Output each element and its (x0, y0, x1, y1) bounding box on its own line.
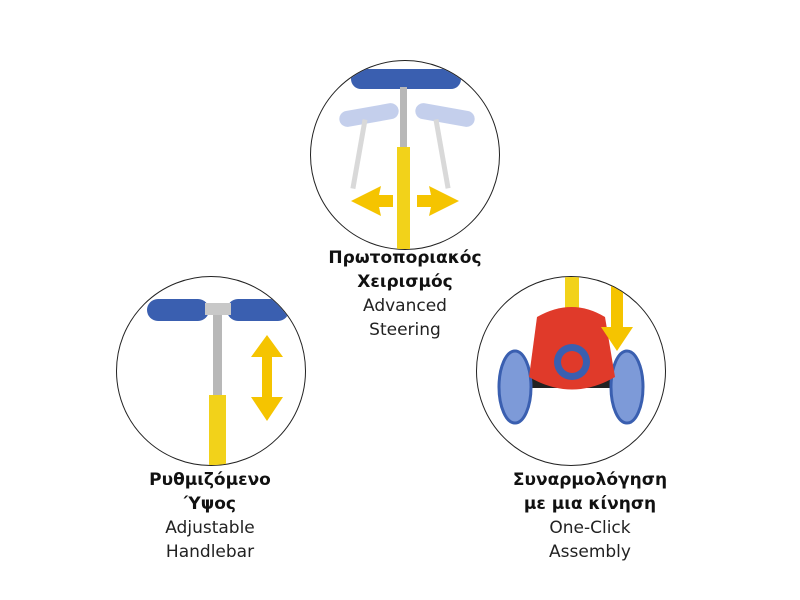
feature-title-en: Advanced (363, 296, 447, 316)
feature-title-gr: Συναρμολόγηση (512, 470, 668, 490)
adjustable-illustration (116, 276, 306, 466)
feature-title-en: Adjustable (165, 518, 255, 538)
feature-steering-caption: Πρωτοποριακός Χειρισμός Advanced Steerin… (285, 246, 525, 342)
feature-title-gr: Πρωτοποριακός (328, 248, 482, 268)
scooter-base-assembly-icon (497, 277, 645, 425)
height-adjust-handlebar-icon (147, 299, 289, 465)
feature-title-en: Handlebar (165, 542, 255, 562)
feature-assembly-caption: Συναρμολόγηση με μια κίνηση One-Click As… (470, 468, 710, 564)
feature-adjustable-caption: Ρυθμιζόμενο Ύψος Adjustable Handlebar (90, 468, 330, 564)
feature-title-gr: Ρυθμιζόμενο (149, 470, 271, 490)
steering-illustration (310, 60, 500, 250)
feature-title-gr: Ύψος (184, 494, 236, 514)
feature-title-en: Steering (369, 320, 441, 340)
feature-title-en: One-Click (549, 518, 631, 538)
feature-title-gr: Χειρισμός (357, 272, 453, 292)
assembly-illustration (476, 276, 666, 466)
feature-title-gr: με μια κίνηση (523, 494, 657, 514)
feature-title-en: Assembly (549, 542, 631, 562)
steering-handlebar-icon (339, 69, 475, 249)
